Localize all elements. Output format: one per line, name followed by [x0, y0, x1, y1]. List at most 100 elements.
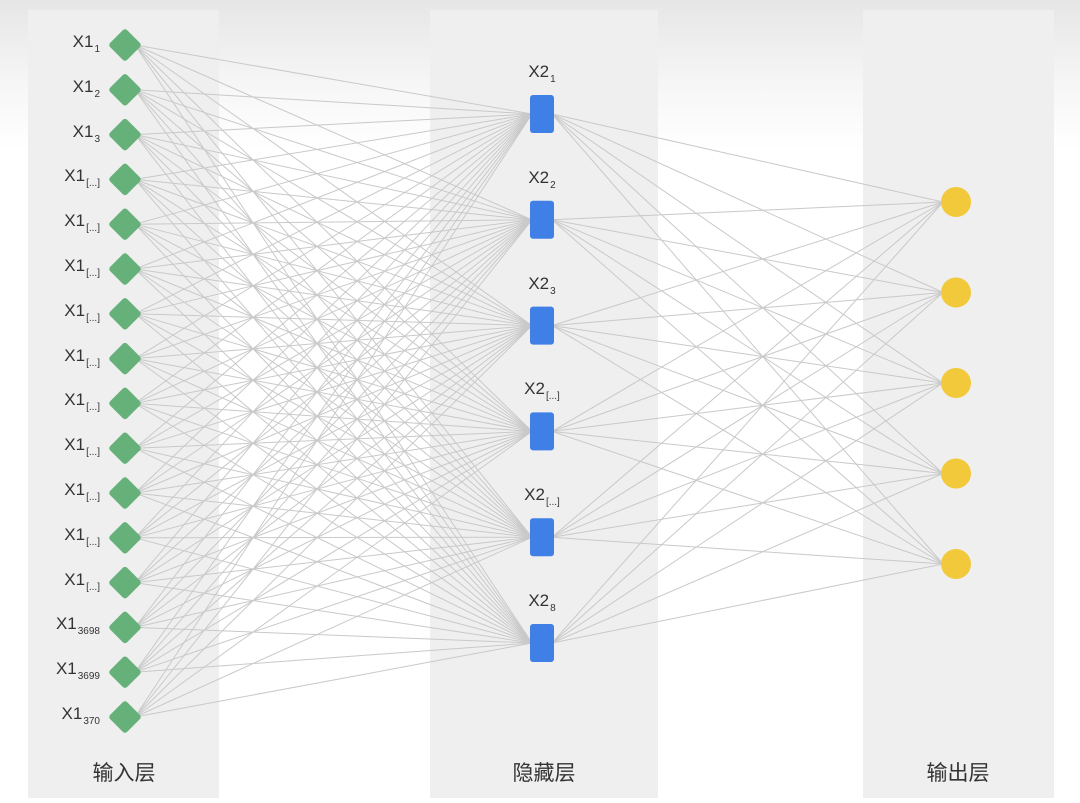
input-node [109, 477, 141, 509]
output-node [941, 368, 971, 398]
node-label-subscript: [...] [86, 178, 100, 190]
node-label-base: X1 [64, 480, 86, 499]
input-node [109, 298, 141, 330]
node-label-subscript: [...] [86, 447, 100, 459]
node-label-base: X1 [55, 614, 77, 634]
connection-line [134, 219, 533, 225]
connection-line [134, 642, 533, 673]
connection-line [551, 113, 944, 565]
input-node [109, 29, 141, 61]
connection-line [134, 113, 533, 583]
node-label-base: X1 [64, 390, 86, 410]
hidden-node-label: X28 [528, 592, 555, 614]
node-label-base: X1 [72, 121, 94, 141]
connection-line [134, 113, 533, 673]
connection-line [134, 325, 533, 360]
output-node [941, 549, 971, 579]
connection-line [134, 113, 533, 136]
node-label-base: X2 [524, 379, 545, 399]
connection-line [134, 178, 533, 221]
hidden-node [530, 95, 554, 133]
network-nodes [109, 29, 971, 733]
connection-line [134, 219, 533, 494]
input-node-label: X1[...] [10, 167, 100, 189]
connection-line [134, 536, 533, 718]
node-label-base: X1 [64, 211, 86, 231]
connection-line [551, 113, 944, 384]
connection-line [134, 89, 533, 644]
input-layer-title: 输入层 [92, 762, 156, 785]
hidden-node-label: X21 [528, 63, 555, 85]
connection-line [134, 89, 533, 327]
connection-line [134, 219, 533, 449]
node-label-subscript: 3 [550, 285, 556, 297]
input-node-label: X1[...] [10, 257, 100, 279]
connection-line [551, 113, 944, 474]
hidden-node-label: X22 [528, 169, 555, 191]
connection-line [134, 313, 533, 538]
connection-line [134, 134, 533, 644]
connection-line [551, 473, 944, 644]
connection-line [551, 219, 944, 293]
connection-line [551, 430, 944, 474]
input-node-label: X1370 [10, 705, 100, 727]
connection-line [134, 223, 533, 432]
input-node [109, 74, 141, 106]
connection-line [134, 325, 533, 539]
connection-line [134, 219, 533, 270]
connection-line [134, 268, 533, 327]
hidden-layer-title: 隐藏层 [512, 762, 576, 785]
connection-line [134, 430, 533, 673]
connection-line [134, 447, 533, 644]
output-node [941, 277, 971, 308]
connection-line [134, 536, 533, 628]
connection-line [551, 563, 944, 644]
connection-line [551, 292, 944, 432]
connection-line [134, 134, 533, 432]
connection-line [551, 219, 944, 384]
connection-line [134, 325, 533, 449]
connection-line [134, 44, 533, 115]
node-label-base: X1 [64, 166, 86, 186]
connection-line [134, 313, 533, 644]
input-node-label: X13699 [10, 660, 100, 682]
input-node-label: X1[...] [10, 212, 100, 234]
node-label-subscript: 8 [550, 603, 556, 614]
connection-line [551, 325, 944, 474]
connection-line [134, 89, 533, 115]
connection-line [134, 44, 533, 327]
hidden-node-label: X2[...] [524, 380, 560, 402]
node-label-subscript: [...] [86, 492, 100, 503]
input-node [109, 387, 141, 420]
output-node [941, 458, 971, 489]
connection-line [551, 325, 944, 565]
input-node [109, 522, 141, 554]
connection-line [551, 536, 944, 565]
connection-line [134, 219, 533, 404]
node-label-base: X1 [64, 569, 86, 589]
input-node [109, 432, 141, 464]
input-node-label: X1[...] [10, 481, 100, 503]
connection-line [551, 219, 944, 565]
node-label-subscript: 2 [550, 179, 556, 191]
connection-line [551, 430, 944, 565]
connection-line [134, 626, 533, 644]
connection-line [551, 382, 944, 644]
node-label-subscript: 370 [83, 716, 100, 727]
hidden-node [530, 412, 554, 451]
connection-line [551, 113, 944, 293]
connection-line [134, 402, 533, 538]
connection-line [134, 113, 533, 449]
connection-line [134, 89, 533, 538]
connection-line [134, 113, 533, 404]
connection-line [134, 219, 533, 673]
node-label-subscript: 3 [94, 133, 100, 145]
connection-line [551, 201, 944, 538]
connection-line [551, 201, 944, 327]
input-node [109, 611, 141, 644]
connection-line [134, 113, 533, 225]
input-node-label: X12 [10, 78, 100, 100]
hidden-node-label: X2[...] [524, 486, 560, 508]
node-label-subscript: [...] [545, 497, 560, 509]
connection-line [134, 134, 533, 538]
